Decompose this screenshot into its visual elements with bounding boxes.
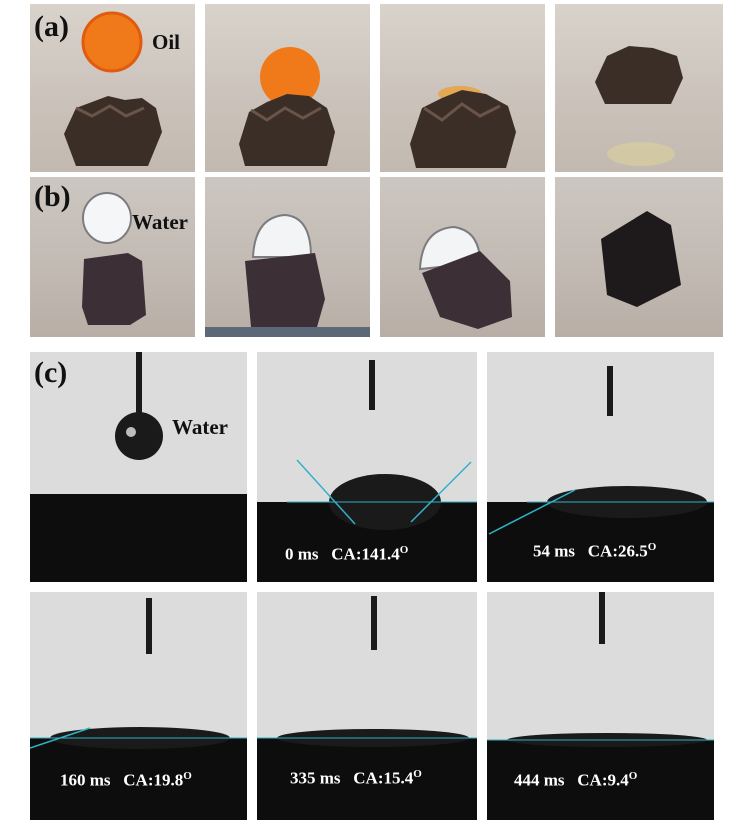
panel-c-frame-2 [257,352,477,582]
frame-0ms-degree: O [399,544,409,556]
contact-angle-scene-335ms [257,596,477,820]
contact-angle-scene-54ms [487,366,714,582]
frame-160ms-degree: O [183,770,192,782]
frame-54ms-degree: O [647,541,657,553]
frame-335ms-ca: CA:15.4 [353,768,414,788]
frame-54ms-caption: 54 ms CA:26.5O [533,541,656,562]
panel-c-frame-4 [30,592,247,820]
frame-0ms-time: 0 ms [285,544,319,564]
panel-b-frame-3 [380,177,545,337]
droplet-dispense-scene [30,352,247,582]
contact-angle-scene-0ms [257,360,477,582]
frame-0ms-ca: CA:141.4 [331,544,400,564]
panel-b-letter: (b) [34,180,71,213]
contact-angle-scene-160ms [30,598,247,820]
frame-444ms-degree: O [628,770,638,782]
frame-444ms-time: 444 ms [514,770,565,790]
panel-c-frame-5 [257,592,477,820]
frame-444ms-caption: 444 ms CA:9.4O [514,770,637,791]
frame-160ms-time: 160 ms [60,770,111,790]
frame-160ms-ca: CA:19.8 [123,770,184,790]
frame-335ms-caption: 335 ms CA:15.4O [290,768,422,789]
water-label-c: Water [172,415,228,439]
frame-0ms-caption: 0 ms CA:141.4O [285,544,408,565]
panel-b-frame-4 [555,177,723,337]
frame-54ms-ca: CA:26.5 [587,541,648,561]
water-drop-scene-1 [82,192,146,325]
frame-444ms-ca: CA:9.4 [577,770,629,790]
panel-a-letter: (a) [34,10,69,43]
frame-160ms-caption: 160 ms CA:19.8O [60,770,192,791]
oil-drop-scene-3 [410,86,516,168]
panel-c-frame-3 [487,352,714,582]
panel-b-frame-2 [205,177,370,337]
panel-a-frame-4 [555,4,723,172]
panel-a-frame-1 [30,4,195,172]
oil-drop-scene-4 [595,46,683,166]
frame-335ms-degree: O [413,768,422,780]
frame-54ms-time: 54 ms [533,541,576,561]
oil-drop-scene-1 [64,11,162,166]
panel-c-letter: (c) [34,356,68,389]
water-drop-scene-2 [205,213,370,337]
panel-b-frame-1 [30,177,195,337]
contact-angle-scene-444ms [487,592,714,820]
water-label-b: Water [132,210,188,234]
water-drop-scene-3 [418,225,512,329]
panel-a-frame-3 [380,4,545,172]
oil-label: Oil [152,30,181,54]
water-drop-scene-4 [601,211,681,307]
panel-a-frame-2 [205,4,370,172]
frame-335ms-time: 335 ms [290,768,341,788]
oil-drop-scene-2 [239,47,335,166]
panel-c-frame-1 [30,352,247,582]
panel-c-frame-6 [487,592,714,820]
